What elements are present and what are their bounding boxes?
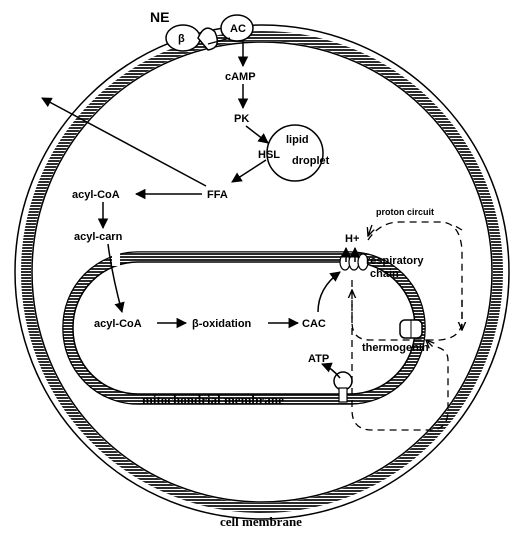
acyl-coa-cytosol-label: acyl-CoA <box>72 189 120 201</box>
thermogenin-channel <box>400 320 422 338</box>
h-plus-label: H+ <box>345 233 359 245</box>
arrow-hsl-to-ffa <box>232 160 266 182</box>
ffa-label: FFA <box>207 189 228 201</box>
beta-receptor-label: β <box>178 33 185 45</box>
beta-oxidation-label: β-oxidation <box>192 318 252 330</box>
hsl-label: HSL <box>258 149 280 161</box>
proton-circuit-label: proton circuit <box>376 207 434 217</box>
cell-membrane-label: cell membrane <box>220 514 302 529</box>
cac-label: CAC <box>302 318 326 330</box>
pk-label: PK <box>234 113 249 125</box>
ne-label: NE <box>150 9 169 25</box>
respiratory-label: respiratory <box>366 255 424 267</box>
acyl-coa-matrix-label: acyl-CoA <box>94 318 142 330</box>
mitochondrial-membrane-label: mitochondrial membrane <box>142 392 284 407</box>
chain-label: chain <box>370 268 399 280</box>
droplet-label: droplet <box>292 155 330 167</box>
adenylyl-cyclase-label: AC <box>230 23 246 35</box>
camp-label: cAMP <box>225 71 256 83</box>
lipid-label: lipid <box>286 134 309 146</box>
thermogenin-label: thermogenin <box>362 342 429 354</box>
acyl-carn-label: acyl-carn <box>74 231 123 243</box>
atp-label: ATP <box>308 353 329 365</box>
arrow-pk-to-hsl <box>246 126 268 143</box>
respiratory-chain-complex <box>340 254 368 270</box>
carnitine-transporter-gap <box>112 250 120 266</box>
